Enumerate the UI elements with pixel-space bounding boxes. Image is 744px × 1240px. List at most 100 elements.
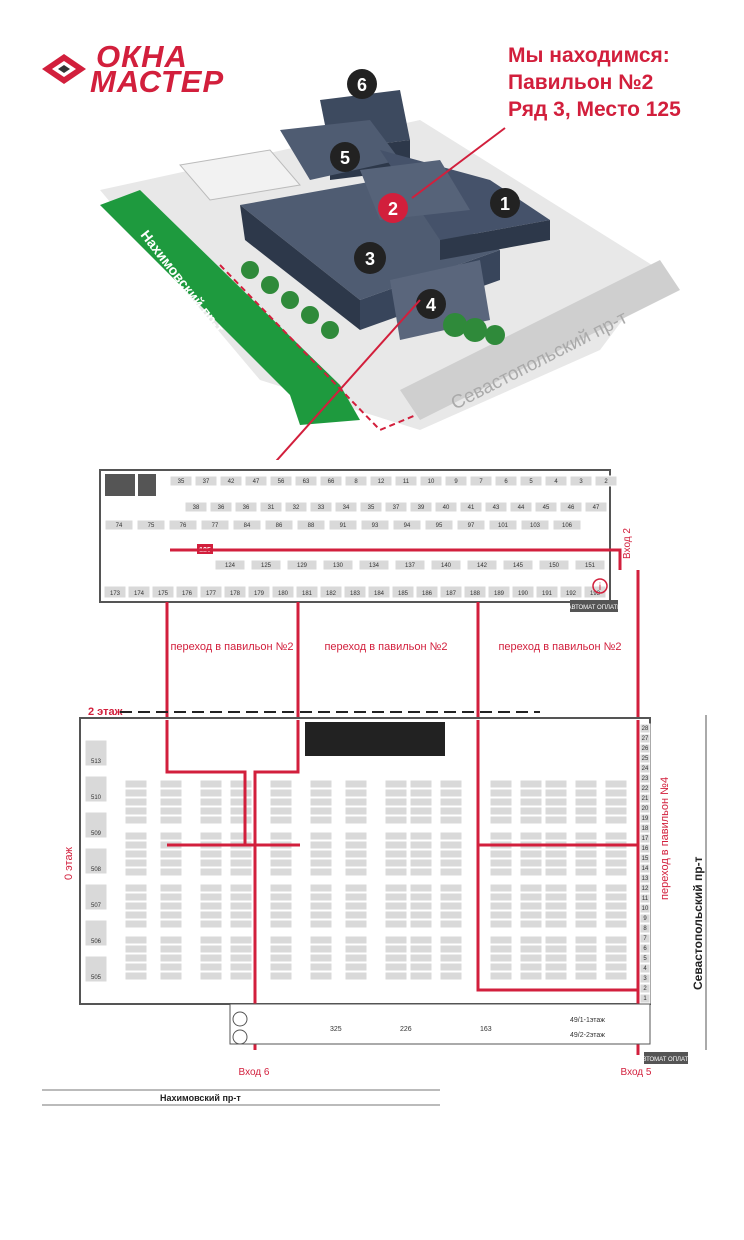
booth: 47: [244, 475, 268, 487]
booth: [409, 815, 433, 825]
booth: [199, 919, 223, 929]
booth: [519, 971, 543, 981]
booth: [159, 919, 183, 929]
booth: [489, 883, 513, 893]
svg-text:40: 40: [443, 505, 450, 511]
svg-text:183: 183: [350, 591, 361, 597]
booth-right: 26: [639, 743, 651, 754]
booth: [124, 944, 148, 954]
svg-text:8: 8: [643, 926, 647, 932]
booth: [489, 892, 513, 902]
booth: [199, 883, 223, 893]
booth: [519, 831, 543, 841]
svg-text:17: 17: [642, 836, 649, 842]
svg-text:20: 20: [642, 806, 649, 812]
booth: [269, 883, 293, 893]
booth: [519, 779, 543, 789]
svg-text:9: 9: [643, 916, 647, 922]
booth: 45: [534, 501, 558, 513]
booth: [519, 815, 543, 825]
booth: 34: [334, 501, 358, 513]
booth: [409, 892, 433, 902]
booth: [574, 806, 598, 816]
booth: 39: [409, 501, 433, 513]
booth: [409, 953, 433, 963]
svg-text:513: 513: [91, 759, 102, 765]
booth: [344, 892, 368, 902]
svg-text:3: 3: [643, 976, 647, 982]
booth: 173: [103, 585, 127, 599]
svg-text:134: 134: [369, 563, 380, 569]
booth: [544, 779, 568, 789]
booth: [439, 806, 463, 816]
booth: [269, 944, 293, 954]
booth: [344, 883, 368, 893]
booth: [489, 788, 513, 798]
booth: 91: [328, 519, 358, 531]
booth: 11: [394, 475, 418, 487]
svg-text:6: 6: [504, 479, 508, 485]
booth: [269, 867, 293, 877]
booth: 177: [199, 585, 223, 599]
svg-text:192: 192: [566, 591, 577, 597]
svg-text:4: 4: [643, 966, 647, 972]
booth: [199, 831, 223, 841]
booth: [544, 892, 568, 902]
booth: [439, 840, 463, 850]
booth: 8: [344, 475, 368, 487]
booth: [519, 935, 543, 945]
booth: [124, 797, 148, 807]
booth: 75: [136, 519, 166, 531]
booth-right: 19: [639, 813, 651, 824]
booth: 63: [294, 475, 318, 487]
booth: [519, 944, 543, 954]
booth: [544, 953, 568, 963]
svg-text:24: 24: [642, 766, 649, 772]
booth: [544, 797, 568, 807]
svg-text:36: 36: [218, 505, 225, 511]
svg-text:47: 47: [253, 479, 260, 485]
booth: [269, 953, 293, 963]
booth: [409, 797, 433, 807]
booth: [519, 858, 543, 868]
booth: [439, 883, 463, 893]
booth: [309, 858, 333, 868]
booth: [489, 910, 513, 920]
booth: [159, 779, 183, 789]
svg-text:11: 11: [642, 896, 649, 902]
booth: [604, 962, 628, 972]
svg-text:145: 145: [513, 563, 524, 569]
svg-text:18: 18: [642, 826, 649, 832]
booth: [269, 831, 293, 841]
badge-3: 3: [365, 249, 375, 269]
booth: [124, 788, 148, 798]
booth-right: 15: [639, 853, 651, 864]
booth: [544, 935, 568, 945]
booth: 130: [322, 559, 354, 571]
booth: [409, 806, 433, 816]
booth: 5: [519, 475, 543, 487]
booth: [519, 849, 543, 859]
booth: [309, 779, 333, 789]
booth: 36: [209, 501, 233, 513]
automat-p2-label: АВТОМАТ ОПЛАТЫ: [568, 605, 623, 611]
booth: 77: [200, 519, 230, 531]
svg-text:2: 2: [604, 479, 608, 485]
booth: [384, 840, 408, 850]
booth: [384, 944, 408, 954]
booth: [574, 910, 598, 920]
svg-text:36: 36: [243, 505, 250, 511]
booth: [124, 815, 148, 825]
aerial-view: 6 5 2 1 3 4 Нахимовский пр-т Севастополь…: [100, 69, 680, 460]
svg-text:76: 76: [180, 523, 187, 529]
booth: [384, 831, 408, 841]
booth-right: 14: [639, 863, 651, 874]
booth: [199, 858, 223, 868]
brand-line2: МАСТЕР: [90, 64, 225, 99]
svg-text:28: 28: [642, 726, 649, 732]
svg-text:1: 1: [643, 996, 647, 1002]
booth: 33: [309, 501, 333, 513]
booth: 124: [214, 559, 246, 571]
brand-line1: ОКНА: [96, 39, 188, 74]
booth: [574, 892, 598, 902]
